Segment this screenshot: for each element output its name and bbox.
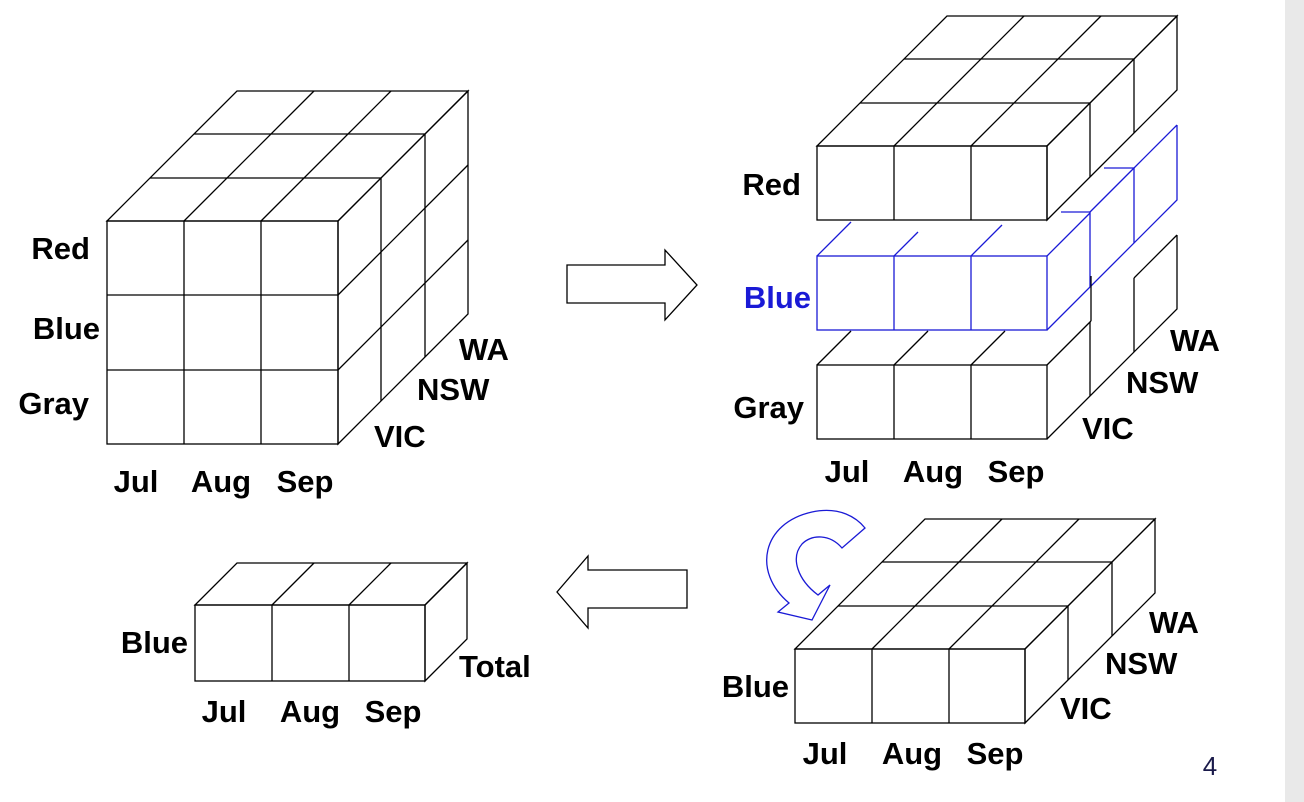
cube-blue-slice-col-aug: Aug <box>882 736 942 771</box>
cube-full-col-jul: Jul <box>114 464 159 499</box>
cube-total-depth-total: Total <box>459 649 531 684</box>
cube-full-col-sep: Sep <box>277 464 334 499</box>
cube-blue-slice-depth-nsw: NSW <box>1105 646 1178 681</box>
cube-total-col-sep: Sep <box>365 694 422 729</box>
cube-total-front <box>194 604 426 682</box>
cube-blue-slice-col-jul: Jul <box>803 736 848 771</box>
cube-sliced-depth-vic: VIC <box>1082 411 1134 446</box>
cube-total-col-jul: Jul <box>202 694 247 729</box>
cube-sliced-row-gray: Gray <box>733 390 804 425</box>
cube-blue-slice-front <box>794 648 1026 724</box>
cube-blue-slice: Blue Jul Aug Sep WA NSW VIC <box>722 509 1199 771</box>
cube-blue-slice-depth-vic: VIC <box>1060 691 1112 726</box>
cube-blue-slice-row-blue: Blue <box>722 669 789 704</box>
cube-full-row-gray: Gray <box>18 386 89 421</box>
cube-total-col-aug: Aug <box>280 694 340 729</box>
cube-total: Blue Jul Aug Sep Total <box>121 561 531 729</box>
cube-sliced-row-red: Red <box>742 167 801 202</box>
cube-full: Red Blue Gray Jul Aug Sep WA NSW VIC <box>18 89 509 499</box>
arrow-right-icon <box>566 248 698 322</box>
slice-red <box>815 14 1179 222</box>
cube-sliced-depth-wa: WA <box>1170 323 1220 358</box>
rotate-icon <box>766 509 866 621</box>
cube-sliced-col-aug: Aug <box>903 454 963 489</box>
slide-edge <box>1285 0 1304 802</box>
cube-blue-slice-col-sep: Sep <box>967 736 1024 771</box>
cube-sliced: Red Blue Gray Jul Aug Sep WA NSW VIC <box>733 14 1220 489</box>
cube-full-col-aug: Aug <box>191 464 251 499</box>
cube-sliced-col-sep: Sep <box>988 454 1045 489</box>
cube-total-row-blue: Blue <box>121 625 188 660</box>
arrow-left-icon <box>556 554 688 630</box>
cube-sliced-row-blue: Blue <box>744 280 811 315</box>
cube-full-depth-vic: VIC <box>374 419 426 454</box>
slice-gray <box>816 234 1178 440</box>
cube-full-depth-wa: WA <box>459 332 509 367</box>
slice-blue <box>816 124 1178 331</box>
cube-full-depth-nsw: NSW <box>417 372 490 407</box>
cube-full-top-face <box>105 90 470 222</box>
cube-full-front-face <box>106 220 339 445</box>
cube-blue-slice-top <box>793 518 1157 650</box>
cube-blue-slice-side <box>1024 517 1156 725</box>
cube-full-row-blue: Blue <box>33 311 100 346</box>
cube-sliced-depth-nsw: NSW <box>1126 365 1199 400</box>
cube-total-top <box>193 562 469 606</box>
cube-total-side <box>424 561 468 683</box>
page-number: 4 <box>1203 751 1217 781</box>
cube-blue-slice-depth-wa: WA <box>1149 605 1199 640</box>
cube-sliced-col-jul: Jul <box>825 454 870 489</box>
cube-full-side-face <box>337 89 469 446</box>
cube-full-row-red: Red <box>31 231 90 266</box>
